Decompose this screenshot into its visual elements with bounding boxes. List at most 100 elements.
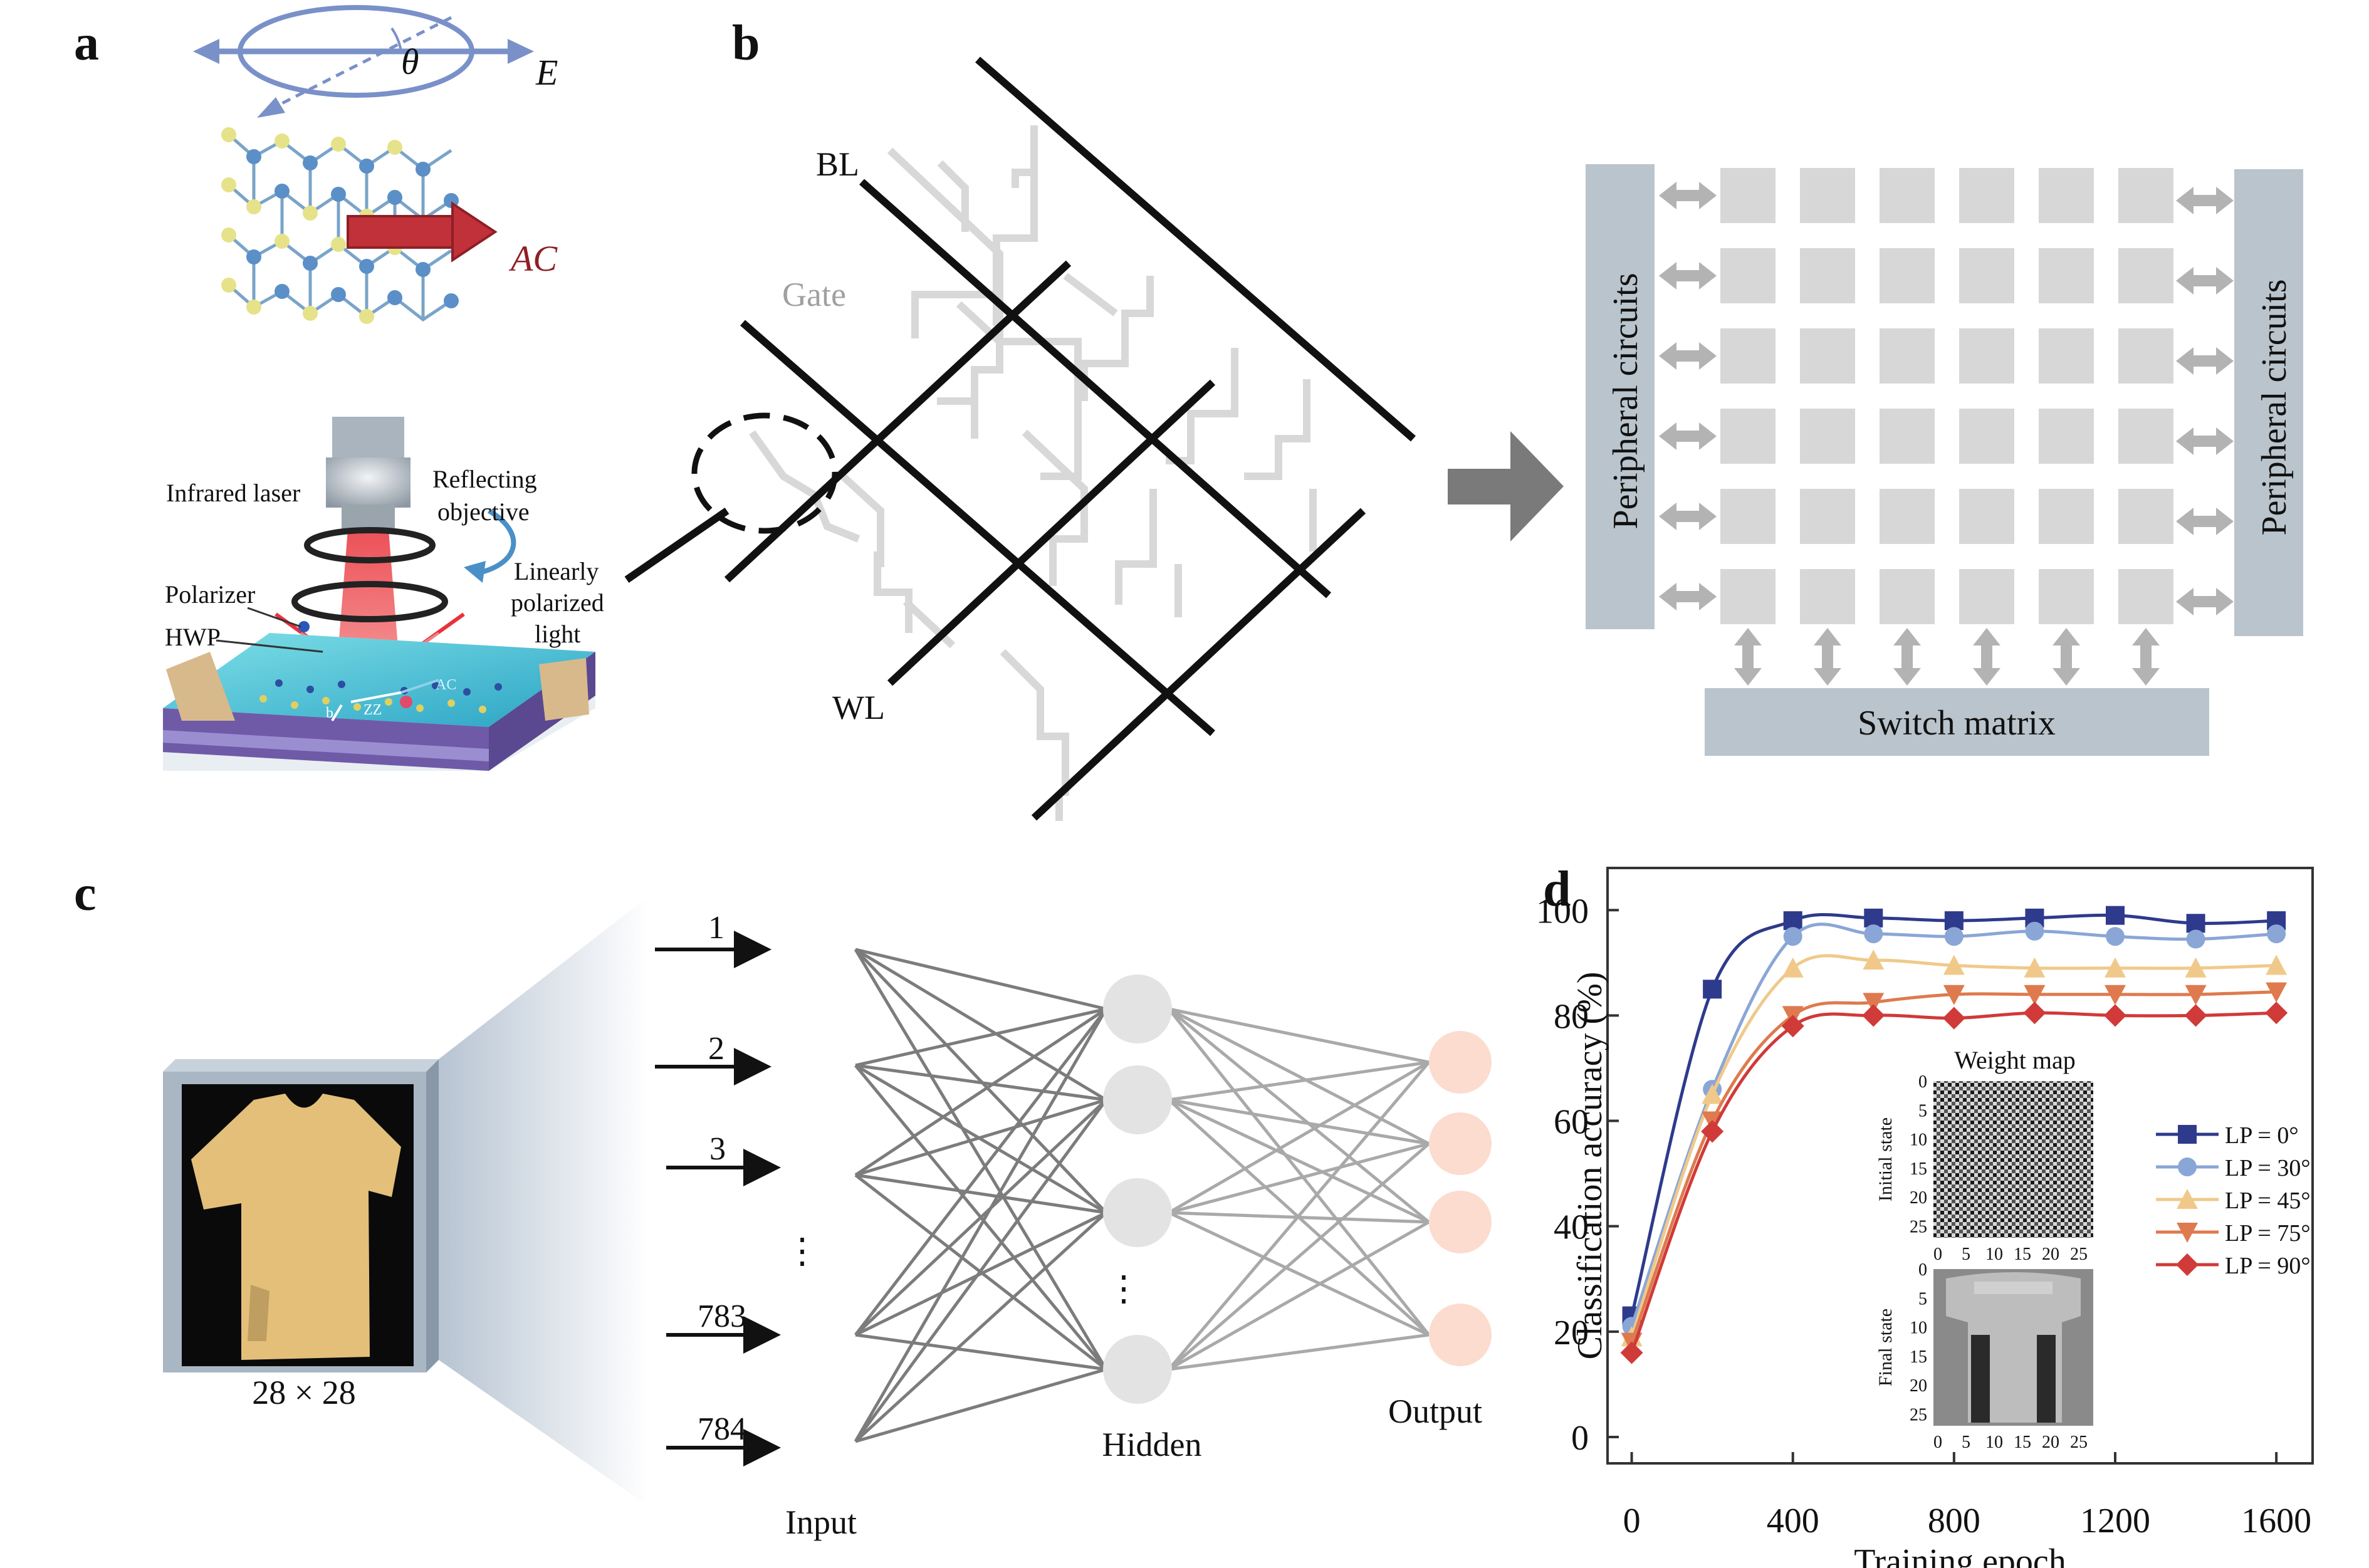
bl-label: BL [816,145,859,183]
weight-map-title: Weight map [1954,1046,2075,1074]
data-point [2024,985,2046,1005]
inset-y-tick-label: 10 [1910,1131,1927,1150]
objective-lens-icon [326,457,411,508]
legend-label: LP = 45° [2225,1188,2311,1214]
panel-label-c: c [74,866,97,921]
data-point [2266,954,2288,975]
data-point [2178,1125,2197,1144]
transform-arrow-icon [1448,431,1564,541]
peripheral-right-label: Peripheral circuits [2255,280,2294,536]
data-point [2177,1189,2198,1209]
data-point [1782,957,1804,978]
data-point [1620,1341,1643,1364]
bit-line [740,320,1215,736]
output-layer-label: Output [1388,1393,1482,1430]
x-tick-label: 1200 [2080,1502,2150,1540]
y-tick-label: 0 [1571,1419,1589,1458]
input-funnel [439,896,649,1504]
inset-x-tick-label: 20 [2042,1245,2059,1264]
data-point [1863,993,1885,1013]
hidden-neuron [1103,1335,1172,1404]
hidden-to-output-connections [1168,1007,1430,1371]
initial-state-label: Initial state [1875,1117,1896,1201]
data-point [1863,949,1885,970]
legend-label: LP = 0° [2225,1122,2299,1149]
input-number-784: 784 [698,1411,746,1447]
weight-map-inset: Weight map Initial state Final state 005… [1875,1046,2093,1452]
data-point [1944,927,1964,946]
y-tick-label: 20 [1554,1314,1589,1352]
hidden-layer-label: Hidden [1102,1426,1202,1463]
series-line [1630,912,2277,1317]
gate-label: Gate [782,276,846,313]
field-label: E [535,52,558,93]
panel-label-a: a [74,16,99,71]
inset-y-tick-label: 10 [1910,1319,1927,1338]
output-neuron [1429,1031,1492,1094]
inset-y-tick-label: 5 [1918,1101,1927,1121]
inset-y-tick-label: 0 [1918,1072,1927,1092]
inset-x-tick-label: 10 [1985,1433,2003,1452]
inset-x-tick-label: 25 [2070,1245,2088,1264]
word-line [887,379,1216,686]
peripheral-left-label: Peripheral circuits [1606,273,1645,530]
zz-axis-label: ZZ [363,702,382,718]
data-point [2106,906,2125,925]
hidden-neuron [1103,1178,1172,1247]
x-tick-label: 800 [1928,1502,1980,1540]
data-point [2267,924,2286,944]
inset-x-tick-label: 15 [2014,1433,2031,1452]
chip-layout [1586,164,2303,756]
inset-y-tick-label: 25 [1910,1405,1927,1424]
output-neuron [1429,1191,1492,1253]
data-point [2178,1158,2197,1176]
hidden-neurons [1103,975,1172,1404]
inset-x-tick-label: 25 [2070,1433,2088,1452]
word-line [624,508,730,583]
legend-label: LP = 30° [2225,1155,2311,1181]
data-point [2105,985,2126,1005]
bus-arrow-icons [1659,182,2234,686]
infrared-laser-label: Infrared laser [166,479,300,507]
polarizer-label: Polarizer [165,580,255,609]
data-point [2177,1223,2198,1243]
data-point [1783,911,1802,931]
data-point [2186,929,2205,949]
inset-x-tick-label: 10 [1985,1245,2003,1264]
legend-label: LP = 75° [2225,1220,2311,1247]
wl-label: WL [832,689,885,726]
plot-frame [1606,867,2314,1465]
cell-highlight-circle [691,412,838,534]
data-point [1942,1006,1965,1030]
inset-y-tick-label: 15 [1910,1159,1927,1179]
inset-y-tick-label: 0 [1918,1260,1927,1280]
inset-x-tick-label: 20 [2042,1433,2059,1452]
input-number-1: 1 [708,910,724,946]
data-point [2106,927,2125,946]
data-point [2025,921,2044,941]
input-number-3: 3 [709,1131,726,1167]
x-tick-label: 0 [1623,1502,1641,1540]
inset-x-tick-label: 5 [1962,1245,1970,1264]
data-point [1701,1120,1724,1143]
data-point [1702,1084,1723,1104]
input-image [163,1059,439,1372]
data-point [1864,924,1883,944]
hwp-label: HWP [165,623,221,651]
input-ellipsis: ⋮ [785,1232,820,1271]
bit-line [975,56,1416,442]
initial-weight-map [1933,1081,2093,1238]
inset-x-tick-label: 15 [2014,1245,2031,1264]
data-point [1703,980,1722,999]
crystal-lattice: AC [221,127,558,324]
peripheral-circuits-right [2234,169,2303,636]
data-point [1943,985,1965,1005]
data-point [2186,914,2205,933]
input-number-2: 2 [708,1031,724,1067]
hidden-neuron [1103,975,1172,1043]
panel-label-d: d [1543,862,1571,917]
hidden-neuron [1103,1065,1172,1134]
inset-y-tick-label: 20 [1910,1188,1927,1208]
